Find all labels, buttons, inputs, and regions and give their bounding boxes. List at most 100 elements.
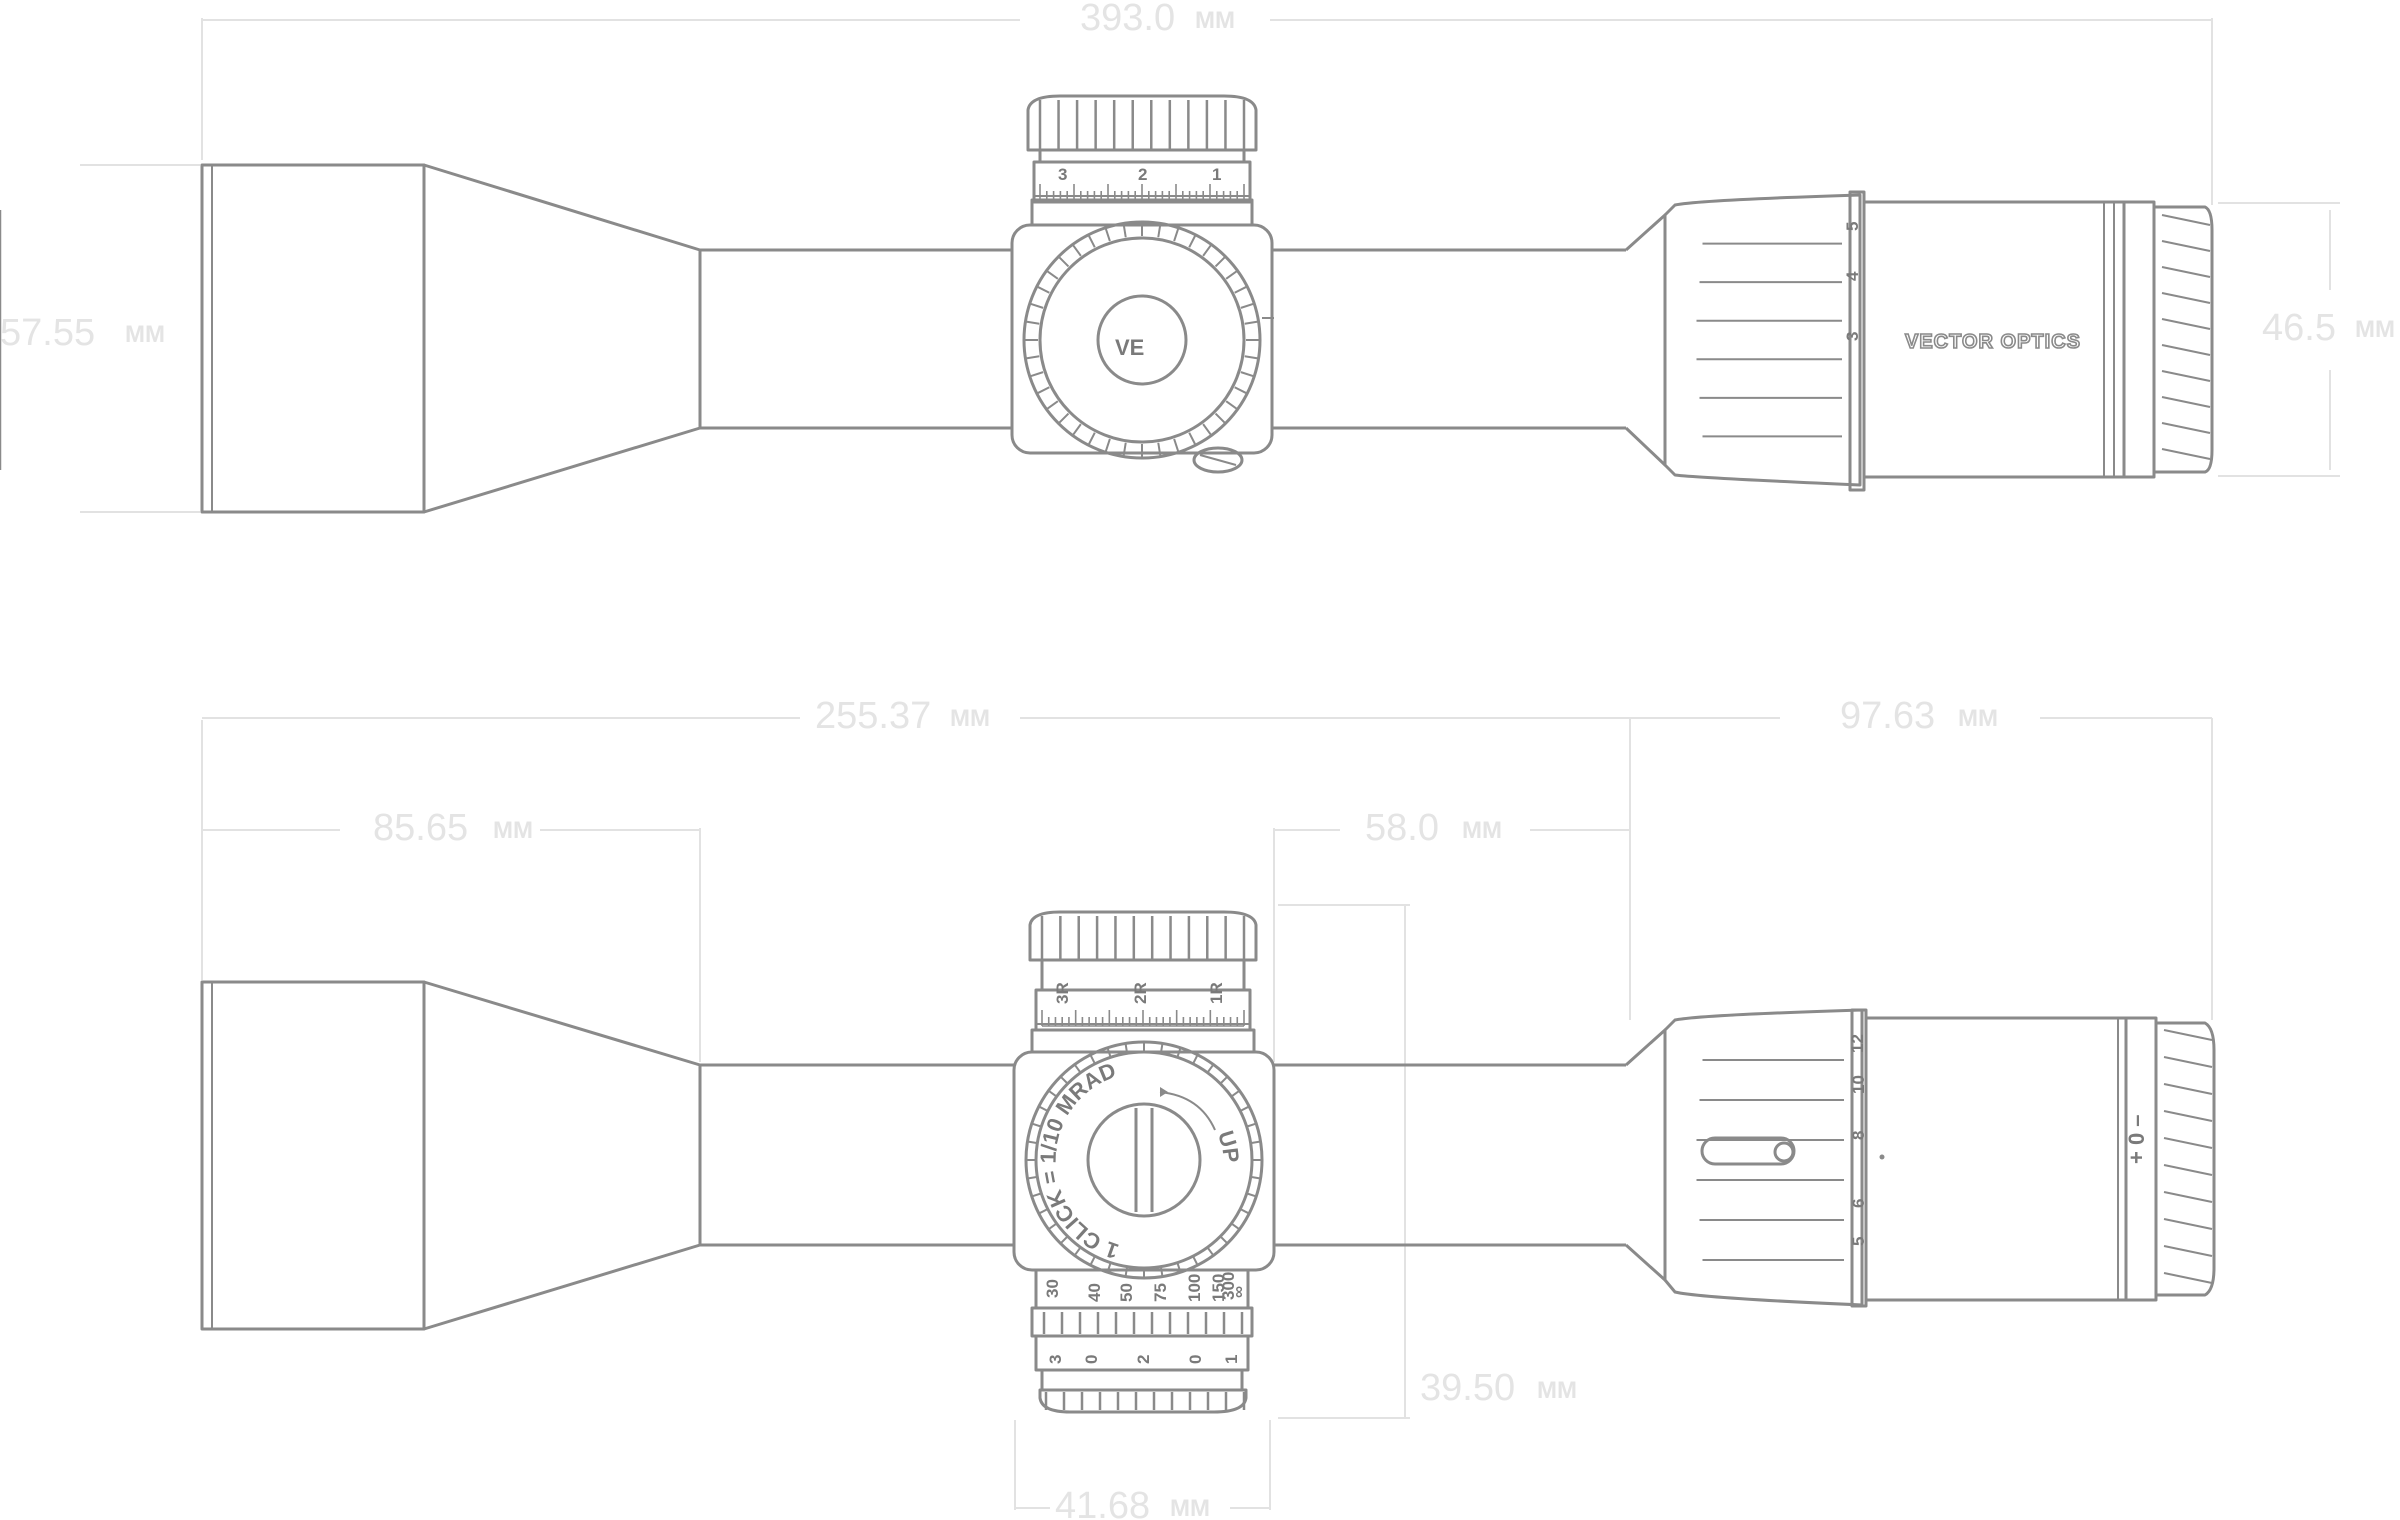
dial-knurl-line — [1214, 412, 1227, 425]
dial-knurl-line — [1173, 227, 1180, 242]
side-view: 255.37 MM 97.63 MM 85.65 MM 58.0 MM 39.5… — [200, 695, 2216, 1520]
illumination-labels: 3 0 2 0 1 — [1046, 1355, 1241, 1364]
eye-knurl — [2161, 214, 2211, 226]
dial-knurl-line — [1124, 1043, 1129, 1054]
illum-1: 1 — [1222, 1355, 1241, 1364]
elevation-tick-1: 1 — [1212, 165, 1221, 184]
mag-tick-4: 4 — [1843, 271, 1862, 281]
dial-knurl-line — [1087, 234, 1096, 248]
dial-knurl-line — [1036, 386, 1050, 395]
dial-knurl-line — [1244, 320, 1259, 325]
dial-knurl-line — [1250, 1175, 1261, 1180]
dial-knurl-line — [1239, 1208, 1250, 1215]
illum-2: 2 — [1134, 1355, 1153, 1364]
dial-knurl-line — [1104, 227, 1111, 242]
dial-knurl-line — [1027, 1175, 1038, 1180]
turret-height-value: 39.50 — [1420, 1367, 1515, 1409]
side-magnification-ribs — [1696, 1059, 1844, 1261]
windage-dial-knurl — [1024, 222, 1260, 458]
eye-knurl — [2161, 448, 2211, 460]
eye-knurl — [2161, 370, 2211, 382]
dial-knurl-line — [1159, 1266, 1164, 1277]
side-mag-10: 10 — [1849, 1075, 1868, 1094]
dial-knurl-line — [1176, 1047, 1182, 1058]
elevation-knurl-side — [1040, 916, 1246, 960]
dial-knurl-line — [1057, 412, 1070, 425]
overall-length-unit: MM — [1195, 7, 1235, 34]
parallax-50: 50 — [1117, 1283, 1136, 1302]
eye-knurl — [2163, 1029, 2213, 1041]
eye-knurl — [2161, 266, 2211, 278]
eye-knurl — [2163, 1191, 2213, 1203]
objective-length-value: 85.65 — [373, 807, 468, 849]
diopter-ring-knurl — [0, 210, 2211, 470]
eyepiece-top: 5 4 3 VECTOR OPTICS — [0, 190, 2214, 492]
dial-knurl-line — [1071, 243, 1082, 257]
parallax-labels: 30 40 50 75 100 150 300 ∞ — [1043, 1272, 1248, 1302]
dial-knurl-line — [1157, 223, 1162, 238]
dial-knurl-line — [1029, 371, 1044, 378]
eyepiece-length-unit: MM — [1958, 705, 1998, 732]
dial-knurl-line — [1206, 1246, 1215, 1257]
logo-monogram: VE — [1115, 335, 1144, 360]
eye-knurl — [2161, 318, 2211, 330]
eyepiece-length-value: 97.63 — [1840, 695, 1935, 737]
turret-height-unit: MM — [1537, 1377, 1577, 1404]
dial-knurl-line — [1173, 438, 1180, 453]
dial-knurl-line — [1059, 1075, 1069, 1085]
eyepiece-diameter-value: 46.5 — [2262, 307, 2336, 349]
dial-knurl-line — [1230, 1089, 1241, 1098]
illumination-knurl — [1042, 1312, 1246, 1410]
tube-length-value: 255.37 — [815, 695, 931, 737]
objective-length-unit: MM — [493, 817, 533, 844]
dial-knurl-line — [1230, 1222, 1241, 1231]
eye-knurl — [2163, 1056, 2213, 1068]
dial-knurl-line — [1073, 1246, 1082, 1257]
overall-length-value: 393.0 — [1080, 0, 1175, 39]
eye-knurl — [2163, 1218, 2213, 1230]
objective-bell-side — [200, 980, 702, 1331]
dial-knurl-line — [1047, 1222, 1058, 1231]
illum-0b: 0 — [1186, 1355, 1205, 1364]
diopter-label: + 0 – — [2124, 1114, 2149, 1164]
side-dial-knurl — [1026, 1042, 1262, 1278]
elevation-tick-3: 3 — [1058, 165, 1067, 184]
dial-knurl-line — [1250, 1140, 1261, 1145]
dial-knurl-line — [1206, 1063, 1215, 1074]
eye-knurl — [2161, 396, 2211, 408]
dial-knurl-line — [1188, 432, 1197, 446]
dial-knurl-line — [1157, 442, 1162, 457]
tube-length-unit: MM — [950, 705, 990, 732]
dial-knurl-line — [1031, 1192, 1042, 1198]
dial-knurl-line — [1202, 423, 1213, 437]
objective-bell-top — [200, 163, 702, 514]
side-mag-6: 6 — [1849, 1199, 1868, 1208]
dial-knurl-line — [1027, 1140, 1038, 1145]
dial-knurl-line — [1234, 285, 1248, 294]
turret-width-unit: MM — [1170, 1495, 1210, 1520]
objective-diameter-unit: MM — [125, 321, 165, 348]
windage-tick-2r: 2R — [1131, 982, 1150, 1004]
eye-knurl — [2161, 422, 2211, 434]
illum-3: 3 — [1046, 1355, 1065, 1364]
eye-knurl — [2163, 1083, 2213, 1095]
eye-knurl — [2161, 292, 2211, 304]
eyepiece-diameter-unit: MM — [2355, 316, 2395, 343]
dial-knurl-line — [1045, 400, 1059, 411]
elevation-scale-ticks — [1039, 184, 1245, 201]
parallax-100: 100 — [1185, 1274, 1204, 1302]
dial-knurl-line — [1025, 355, 1040, 360]
dial-knurl-line — [1225, 400, 1239, 411]
side-mag-5: 5 — [1849, 1237, 1868, 1246]
dial-knurl-line — [1214, 255, 1227, 268]
parallax-40: 40 — [1085, 1283, 1104, 1302]
eye-knurl — [2163, 1137, 2213, 1149]
dial-knurl-line — [1073, 1063, 1082, 1074]
dial-knurl-line — [1225, 269, 1239, 280]
dial-knurl-line — [1188, 234, 1197, 248]
dial-knurl-line — [1122, 223, 1127, 238]
dial-knurl-line — [1031, 1122, 1042, 1128]
eye-knurl — [2163, 1272, 2213, 1284]
top-view: 393.0 MM 57.55 MM 46.5 MM — [0, 0, 2395, 514]
